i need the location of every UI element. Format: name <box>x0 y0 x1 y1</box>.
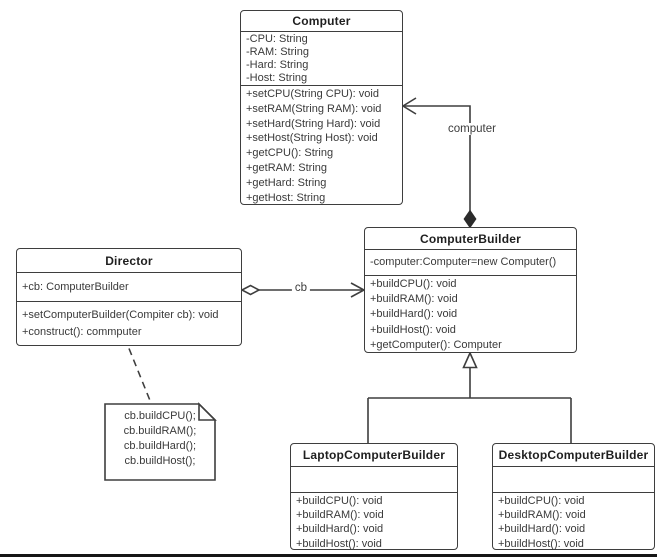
method-line: +buildHost(): void <box>498 537 584 550</box>
note-dogear-icon <box>198 402 217 421</box>
attributes-compartment: -computer:Computer=new Computer() <box>365 250 576 276</box>
note-box <box>104 402 217 481</box>
bottom-border-line <box>0 554 657 557</box>
class-computerbuilder: ComputerBuilder -computer:Computer=new C… <box>364 227 577 353</box>
method-line: +buildHard(): void <box>296 523 384 536</box>
method-line: +getCPU(): String <box>246 147 334 160</box>
method-line: +getRAM: String <box>246 161 328 174</box>
method-line: +setComputerBuilder(Compiter cb): void <box>22 309 219 321</box>
method-line: +buildRAM(): void <box>296 509 384 522</box>
class-computer: Computer -CPU: String -RAM: String -Hard… <box>240 10 403 205</box>
generalization-connector <box>367 351 572 443</box>
method-line: +buildHard(): void <box>498 523 586 536</box>
method-line: +setHost(String Host): void <box>246 132 378 145</box>
method-line: +buildRAM(): void <box>498 509 586 522</box>
method-line: +getHard: String <box>246 176 327 189</box>
attribute-line: -Hard: String <box>246 59 309 71</box>
note-line: cb.buildHard(); <box>123 440 197 452</box>
method-line: +setRAM(String RAM): void <box>246 102 382 115</box>
class-computer-title: Computer <box>241 11 402 32</box>
method-line: +buildHard(): void <box>370 308 458 321</box>
attributes-compartment-empty <box>291 467 457 493</box>
generalization-lines <box>367 367 572 443</box>
methods-compartment: +setComputerBuilder(Compiter cb): void +… <box>17 302 241 340</box>
association-computer-line <box>403 105 471 211</box>
class-computerbuilder-title: ComputerBuilder <box>365 228 576 250</box>
attribute-line: -computer:Computer=new Computer() <box>370 256 557 268</box>
attributes-compartment-empty <box>493 467 654 493</box>
note-line: cb.buildHost(); <box>124 455 196 467</box>
class-laptopcomputerbuilder: LaptopComputerBuilder +buildCPU(): void … <box>290 443 458 550</box>
attributes-compartment: +cb: ComputerBuilder <box>17 273 241 302</box>
hollow-diamond-icon <box>240 284 261 296</box>
note-line: cb.buildCPU(); <box>124 410 196 422</box>
class-director: Director +cb: ComputerBuilder +setComput… <box>16 248 242 346</box>
hollow-triangle-icon <box>462 351 478 369</box>
method-line: +getHost: String <box>246 191 326 204</box>
note-dashed-link <box>128 348 152 404</box>
method-line: +buildCPU(): void <box>498 495 585 507</box>
attribute-line: -Host: String <box>246 72 308 84</box>
open-arrowhead-icon <box>401 97 417 115</box>
association-computer-label: computer <box>445 123 499 135</box>
method-line: +setHard(String Hard): void <box>246 117 381 130</box>
method-line: +buildHost(): void <box>370 323 456 336</box>
class-director-title: Director <box>17 249 241 273</box>
method-line: +buildCPU(): void <box>370 278 457 290</box>
note-line: cb.buildRAM(); <box>123 425 197 437</box>
association-computer <box>401 97 477 229</box>
method-line: +construct(): commputer <box>22 325 142 338</box>
methods-compartment: +buildCPU(): void +buildRAM(): void +bui… <box>291 493 457 550</box>
methods-compartment: +setCPU(String CPU): void +setRAM(String… <box>241 86 402 204</box>
class-desktopcomputerbuilder-title: DesktopComputerBuilder <box>493 444 654 467</box>
class-desktopcomputerbuilder: DesktopComputerBuilder +buildCPU(): void… <box>492 443 655 550</box>
filled-diamond-icon <box>463 209 477 229</box>
attributes-compartment: -CPU: String -RAM: String -Hard: String … <box>241 32 402 86</box>
attribute-line: -RAM: String <box>246 46 309 58</box>
attribute-line: +cb: ComputerBuilder <box>22 281 129 293</box>
method-line: +buildHost(): void <box>296 537 382 550</box>
method-line: +buildCPU(): void <box>296 495 383 507</box>
method-line: +setCPU(String CPU): void <box>246 88 379 100</box>
note-outline <box>104 403 216 481</box>
method-line: +getComputer(): Computer <box>370 338 502 351</box>
aggregation-cb-label: cb <box>291 282 311 294</box>
methods-compartment: +buildCPU(): void +buildRAM(): void +bui… <box>365 276 576 352</box>
method-line: +buildRAM(): void <box>370 293 458 306</box>
attribute-line: -CPU: String <box>246 33 308 45</box>
class-laptopcomputerbuilder-title: LaptopComputerBuilder <box>291 444 457 467</box>
methods-compartment: +buildCPU(): void +buildRAM(): void +bui… <box>493 493 654 550</box>
note-content: cb.buildCPU(); cb.buildRAM(); cb.buildHa… <box>105 409 215 469</box>
